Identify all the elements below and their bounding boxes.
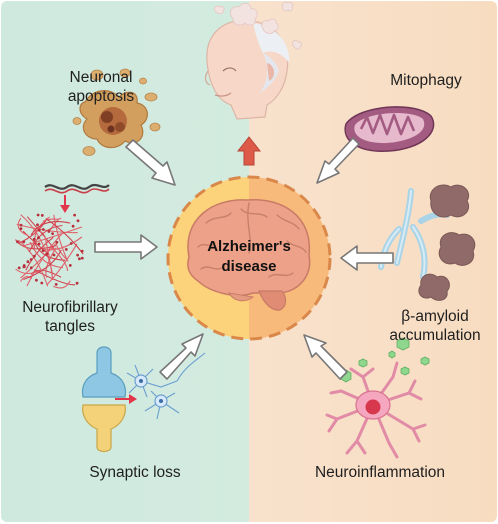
arrow-amyloid	[340, 245, 394, 271]
brain-icon	[187, 198, 311, 311]
mitochondrion-icon	[344, 106, 435, 152]
arrow-up-red	[236, 136, 262, 166]
tangle-network-icon	[15, 213, 84, 289]
label-synaptic-loss: Synaptic loss	[89, 464, 181, 481]
arrow-neuroinflammation	[303, 334, 348, 380]
arrow-tangles	[94, 234, 158, 260]
microglia-icon	[325, 361, 427, 459]
label-mitophagy: Mitophagy	[390, 72, 462, 89]
label-neurofibrillary-tangles: Neurofibrillary tangles	[22, 299, 118, 335]
label-beta-amyloid: β-amyloid accumulation	[389, 308, 481, 344]
arrow-synaptic	[159, 333, 204, 380]
label-neuronal-apoptosis: Neuronal apoptosis	[67, 69, 135, 105]
apoptotic-neuron-icon	[72, 68, 161, 158]
amyloid-plaque-icon	[378, 184, 476, 301]
label-neuroinflammation: Neuroinflammation	[314, 464, 446, 481]
arrow-mitophagy	[316, 137, 360, 184]
tau-strand-icon	[44, 183, 110, 213]
arrow-apoptosis	[125, 139, 176, 186]
head-icon	[204, 1, 302, 120]
synapse-icon	[81, 346, 206, 453]
center-label: Alzheimer's disease	[207, 238, 291, 275]
